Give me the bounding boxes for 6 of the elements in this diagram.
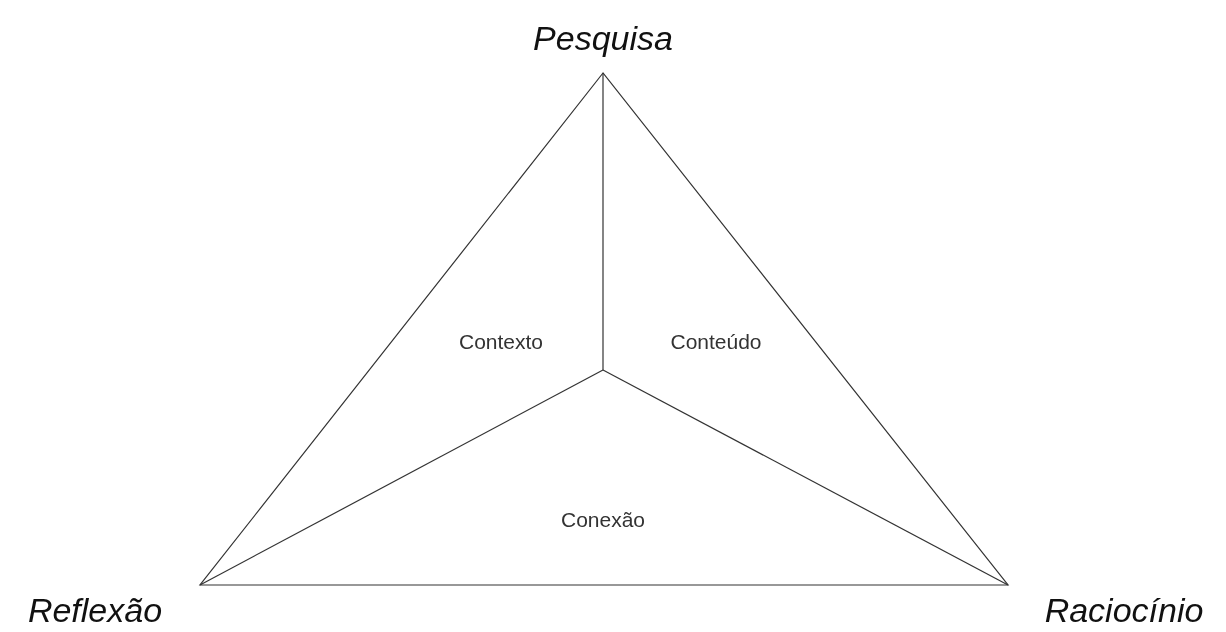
region-label: Conexão [560, 508, 646, 530]
vertex-label: Raciocínio [1044, 593, 1204, 627]
vertex-label: Reflexão [27, 593, 163, 627]
region-label: Conteúdo [670, 330, 762, 352]
region-label: Contexto [458, 330, 544, 352]
vertex-label: Pesquisa [533, 21, 673, 55]
